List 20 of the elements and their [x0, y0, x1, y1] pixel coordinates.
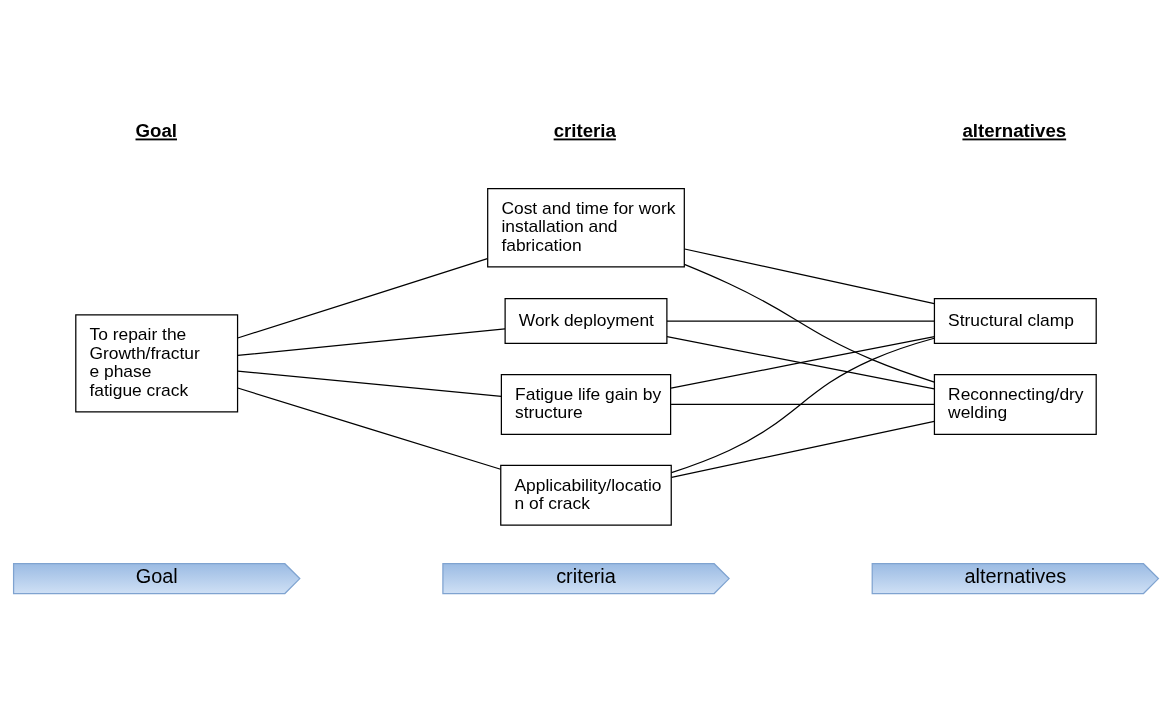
label: criteria	[553, 119, 616, 141]
label: alternatives	[962, 119, 1067, 141]
label: Goal	[135, 119, 177, 141]
connector	[670, 420, 935, 478]
node-box: Cost and time for work installation and fabrication	[487, 187, 685, 267]
node-box: To repair the Growth/fractur e phase fatigue crack	[75, 313, 239, 412]
connector	[670, 403, 936, 405]
node-box: Structural clamp	[933, 297, 1097, 344]
connector	[237, 327, 506, 356]
connector	[237, 386, 502, 470]
connector	[684, 247, 935, 304]
node-box: Applicability/locatio n of crack	[500, 464, 672, 526]
node-box: Work deployment	[504, 297, 668, 344]
node-box: Reconnecting/dry welding	[933, 373, 1097, 435]
connector	[666, 319, 935, 322]
connector	[670, 337, 935, 473]
node-box: Fatigue life gain by structure	[500, 373, 672, 435]
connector	[683, 263, 935, 383]
connector	[237, 257, 488, 339]
connector	[237, 369, 502, 397]
